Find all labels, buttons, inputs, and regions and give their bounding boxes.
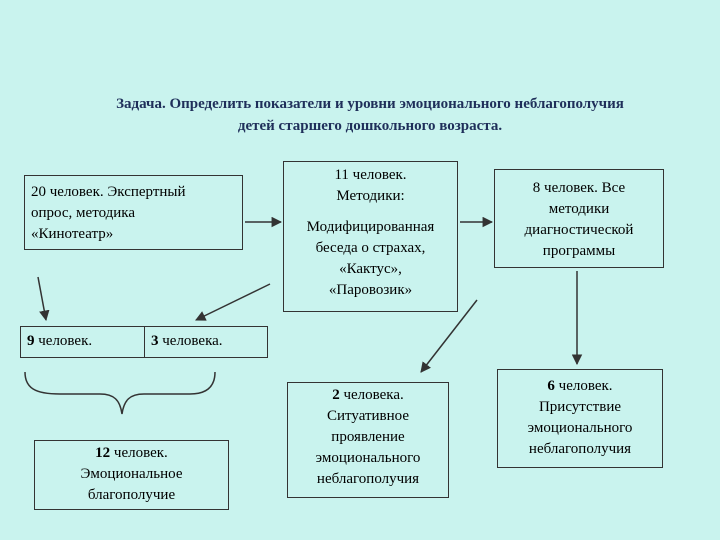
box-line: Присутствие bbox=[538, 399, 622, 415]
box-line: Методики: bbox=[336, 188, 405, 204]
count-number: 9 bbox=[27, 333, 35, 349]
box-line: 20 человек. Экспертный bbox=[31, 184, 186, 200]
box-line: «Паровозик» bbox=[328, 282, 413, 298]
title-line-1: Задача. Определить показатели и уровни э… bbox=[116, 96, 624, 112]
box-line: эмоционального bbox=[315, 450, 421, 466]
box-line bbox=[286, 207, 455, 217]
box-line: 6 человек. bbox=[500, 376, 660, 397]
title-line-2: детей старшего дошкольного возраста. bbox=[237, 118, 503, 134]
arrow-expert-to-nine bbox=[37, 276, 50, 322]
box-line: проявление bbox=[331, 429, 405, 445]
box-situational-distress: 2 человека. Ситуативное проявление эмоци… bbox=[287, 382, 449, 498]
arrow-methods-to-three bbox=[195, 283, 271, 321]
box-line: 12 человек. bbox=[37, 443, 226, 464]
box-methods: 11 человек. Методики: Модифицированная б… bbox=[283, 161, 458, 312]
box-line: беседа о страхах, bbox=[315, 240, 426, 256]
diagram-title: Задача. Определить показатели и уровни э… bbox=[40, 93, 700, 137]
box-line: эмоционального bbox=[527, 420, 633, 436]
box-line: Эмоциональное bbox=[80, 466, 183, 482]
box-line: неблагополучия bbox=[528, 441, 632, 457]
box-line: 3 человека. bbox=[151, 331, 261, 352]
box-present-distress: 6 человек. Присутствие эмоционального не… bbox=[497, 369, 663, 468]
box-line: программы bbox=[542, 243, 616, 259]
box-line: неблагополучия bbox=[316, 471, 420, 487]
box-line: 11 человек. bbox=[334, 167, 407, 183]
box-line: 8 человек. Все bbox=[532, 180, 626, 196]
box-line: диагностической bbox=[524, 222, 634, 238]
box-line: Ситуативное bbox=[327, 408, 409, 424]
arrow-methods-to-two bbox=[420, 299, 478, 373]
count-number: 6 bbox=[547, 378, 555, 394]
count-text: человека. bbox=[158, 333, 223, 349]
count-text: человек. bbox=[110, 445, 168, 461]
count-number: 3 bbox=[151, 333, 159, 349]
box-line: «Кинотеатр» bbox=[31, 226, 114, 242]
count-text: человек. bbox=[554, 378, 613, 394]
box-line: опрос, методика bbox=[31, 205, 136, 221]
box-emotional-wellbeing: 12 человек. Эмоциональное благополучие bbox=[34, 440, 229, 510]
box-line: благополучие bbox=[87, 487, 176, 503]
count-number: 2 bbox=[332, 387, 340, 403]
box-nine-children: 9 человек. bbox=[20, 326, 147, 358]
curly-brace bbox=[24, 371, 216, 415]
box-line: «Кактус», bbox=[339, 261, 402, 277]
box-line: Модифицированная bbox=[306, 219, 435, 235]
box-three-children: 3 человека. bbox=[144, 326, 268, 358]
box-line: 2 человека. bbox=[290, 385, 446, 406]
count-number: 12 bbox=[95, 445, 111, 461]
box-all-methods: 8 человек. Все методики диагностической … bbox=[494, 169, 664, 268]
box-expert-survey: 20 человек. Экспертный опрос, методика «… bbox=[24, 175, 243, 250]
box-line: методики bbox=[548, 201, 610, 217]
count-text: человек. bbox=[34, 333, 93, 349]
box-line: 9 человек. bbox=[27, 331, 140, 352]
count-text: человека. bbox=[339, 387, 404, 403]
